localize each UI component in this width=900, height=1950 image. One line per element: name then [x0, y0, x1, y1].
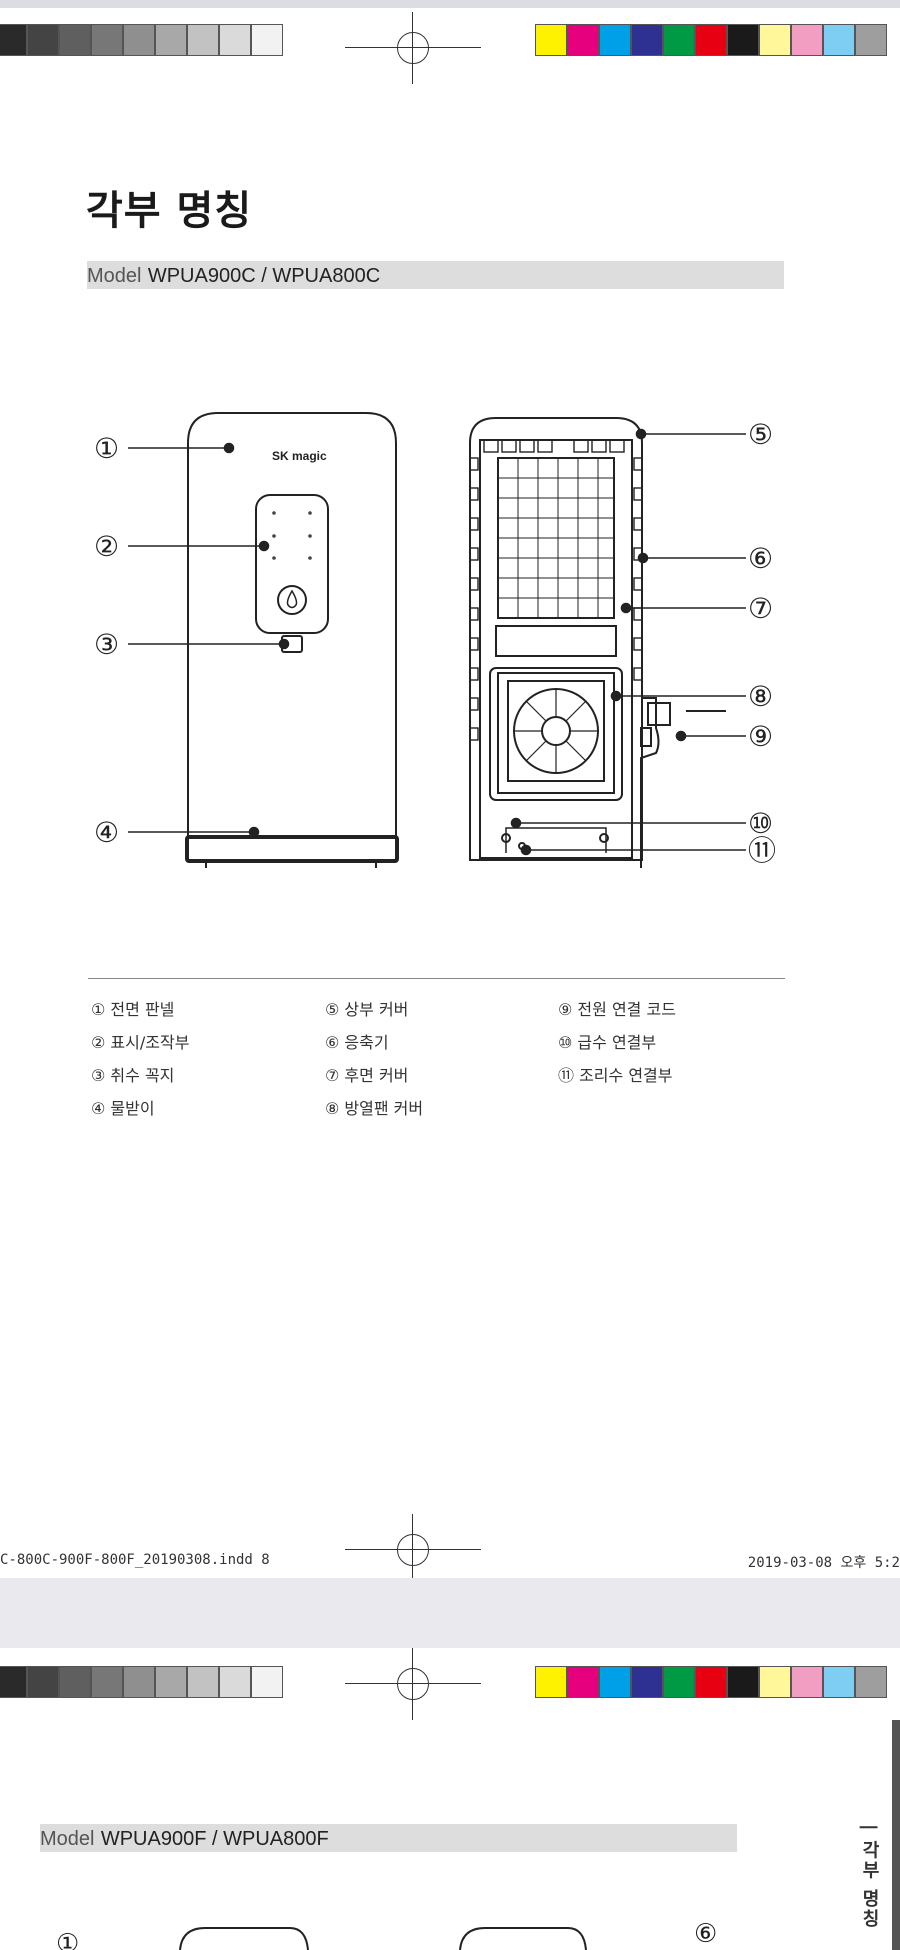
- gray-swatch: [123, 24, 155, 56]
- registration-mark-bottom: [345, 1514, 481, 1578]
- legend-item: ⑤ 상부 커버: [325, 1000, 409, 1019]
- gray-swatch: [91, 24, 123, 56]
- model-bar: Model WPUA900C / WPUA800C: [87, 261, 784, 289]
- gray-swatch: [27, 24, 59, 56]
- color-swatch: [759, 1666, 791, 1698]
- model-value: WPUA900C / WPUA800C: [147, 265, 381, 287]
- gray-swatch: [251, 1666, 283, 1698]
- legend-item: ⑥ 응축기: [325, 1033, 389, 1052]
- top-edge: [0, 0, 900, 8]
- model-label: Model: [87, 265, 142, 287]
- color-swatch: [855, 1666, 887, 1698]
- gray-swatch: [0, 24, 27, 56]
- color-swatch: [791, 24, 823, 56]
- footer-filename: C-800C-900F-800F_20190308.indd 8: [0, 1552, 270, 1568]
- side-tab-label: | 각부 명칭: [859, 1824, 880, 1930]
- gray-swatch: [59, 1666, 91, 1698]
- gray-swatch: [155, 1666, 187, 1698]
- legend-column-2: ⑤ 상부 커버 ⑥ 응축기 ⑦ 후면 커버 ⑧ 방열팬 커버: [325, 993, 423, 1125]
- gray-swatch: [219, 1666, 251, 1698]
- gray-swatch: [187, 1666, 219, 1698]
- side-tab-marker: [892, 1720, 900, 1950]
- color-swatch: [727, 24, 759, 56]
- color-swatch: [823, 24, 855, 56]
- color-swatch: [631, 1666, 663, 1698]
- legend-item: ⑦ 후면 커버: [325, 1066, 409, 1085]
- color-swatch: [791, 1666, 823, 1698]
- callout-7: ⑦: [748, 592, 773, 625]
- callout-1: ①: [94, 432, 119, 465]
- legend-item: ⑨ 전원 연결 코드: [558, 1000, 676, 1019]
- registration-mark-top: [345, 1648, 481, 1720]
- legend-item: ③ 취수 꼭지: [91, 1066, 175, 1085]
- legend-item: ⑪ 조리수 연결부: [558, 1066, 673, 1085]
- model-value: WPUA900F / WPUA800F: [100, 1828, 329, 1850]
- page-title: 각부 명칭: [86, 188, 253, 234]
- callout-6: ⑥: [748, 542, 773, 575]
- color-swatch: [823, 1666, 855, 1698]
- callout-10: ⑩: [748, 807, 773, 840]
- gray-swatch: [27, 1666, 59, 1698]
- footer-date: 2019-03-08 오후 5:2: [747, 1555, 900, 1571]
- gray-swatch: [187, 24, 219, 56]
- callout-8: ⑧: [748, 680, 773, 713]
- color-swatch: [663, 24, 695, 56]
- product-diagram-partial: ① ⑥: [56, 1920, 717, 1950]
- gray-swatch: [91, 1666, 123, 1698]
- color-registration-swatches: [535, 1666, 887, 1698]
- legend-column-3: ⑨ 전원 연결 코드 ⑩ 급수 연결부 ⑪ 조리수 연결부: [558, 993, 676, 1092]
- manual-page-2: Model WPUA900F / WPUA800F | 각부 명칭 ① ⑥: [0, 1648, 900, 1950]
- gray-swatch: [123, 1666, 155, 1698]
- brand-logo: SK magic: [272, 449, 327, 463]
- gray-swatch: [155, 24, 187, 56]
- product-diagram: SK magic ① ② ③ ④ ⑤ ⑥ ⑦ ⑧ ⑨ ⑩ ⑪: [94, 412, 776, 868]
- gray-swatch: [0, 1666, 27, 1698]
- legend-item: ⑧ 방열팬 커버: [325, 1099, 424, 1118]
- color-swatch: [663, 1666, 695, 1698]
- model-label: Model: [40, 1828, 95, 1850]
- color-swatch: [535, 24, 567, 56]
- front-unit-outline: [187, 412, 397, 861]
- callout-11: ⑪: [748, 834, 776, 867]
- gray-swatch: [219, 24, 251, 56]
- callout-3: ③: [94, 628, 119, 661]
- callout-5: ⑤: [748, 418, 773, 451]
- legend-item: ① 전면 판넬: [91, 1000, 175, 1019]
- legend-column-1: ① 전면 판넬 ② 표시/조작부 ③ 취수 꼭지 ④ 물받이: [91, 993, 189, 1125]
- color-swatch: [599, 1666, 631, 1698]
- callout-2: ②: [94, 530, 119, 563]
- gray-swatch: [251, 24, 283, 56]
- power-cord: [640, 697, 660, 868]
- color-swatch: [695, 24, 727, 56]
- color-swatch: [599, 24, 631, 56]
- color-swatch: [631, 24, 663, 56]
- fan-cover: [497, 672, 615, 794]
- callout-9: ⑨: [748, 720, 773, 753]
- color-swatch: [567, 1666, 599, 1698]
- color-swatch: [567, 24, 599, 56]
- callout-1: ①: [56, 1929, 79, 1950]
- color-swatch: [727, 1666, 759, 1698]
- gray-registration-swatches: [0, 24, 283, 56]
- color-registration-swatches: [535, 24, 887, 56]
- control-panel: [255, 494, 329, 634]
- color-swatch: [855, 24, 887, 56]
- callout-6: ⑥: [694, 1920, 717, 1949]
- color-swatch: [695, 1666, 727, 1698]
- gray-swatch: [59, 24, 91, 56]
- color-swatch: [535, 1666, 567, 1698]
- legend-item: ⑩ 급수 연결부: [558, 1033, 657, 1052]
- parts-legend: ① 전면 판넬 ② 표시/조작부 ③ 취수 꼭지 ④ 물받이 ⑤ 상부 커버 ⑥…: [88, 978, 785, 1118]
- model-bar: Model WPUA900F / WPUA800F: [40, 1824, 737, 1852]
- legend-item: ② 표시/조작부: [91, 1033, 190, 1052]
- legend-item: ④ 물받이: [91, 1099, 155, 1118]
- color-swatch: [759, 24, 791, 56]
- callout-4: ④: [94, 816, 119, 849]
- gray-registration-swatches: [0, 1666, 283, 1698]
- manual-page-1: 각부 명칭 Model WPUA900C / WPUA800C: [0, 8, 900, 1578]
- registration-mark-top: [345, 12, 481, 84]
